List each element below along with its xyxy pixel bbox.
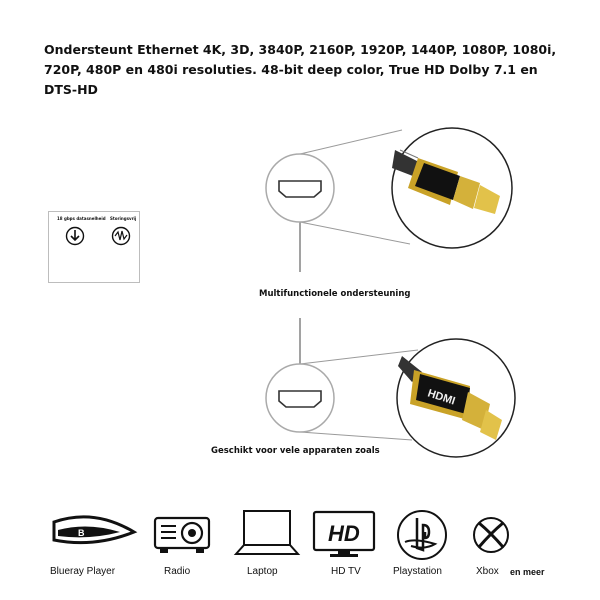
headline: Ondersteunt Ethernet 4K, 3D, 3840P, 2160… bbox=[44, 42, 557, 97]
hdmi-plug-bottom: HDMI bbox=[398, 356, 502, 440]
device-label-radio: Radio bbox=[164, 566, 191, 577]
playstation-logo-icon bbox=[397, 510, 447, 560]
hdmi-plug-top bbox=[392, 149, 500, 214]
bluray-logo-icon: B bbox=[52, 515, 138, 545]
device-label-hdtv: HD TV bbox=[331, 566, 361, 577]
more-label: en meer bbox=[510, 567, 545, 577]
signal-shield-icon bbox=[111, 226, 131, 246]
hd-tv-icon: HD bbox=[312, 510, 376, 557]
svg-text:B: B bbox=[78, 528, 85, 538]
download-arrow-icon bbox=[65, 226, 85, 246]
hd-text: HD bbox=[328, 521, 360, 546]
device-label-laptop: Laptop bbox=[247, 566, 278, 577]
compatible-caption: Geschikt voor vele apparaten zoals bbox=[211, 446, 380, 456]
shield-label: Storingsvrij bbox=[110, 216, 137, 221]
device-label-bluray: Blueray Player bbox=[50, 566, 116, 577]
device-label-xbox: Xbox bbox=[476, 566, 499, 577]
multifunctional-caption: Multifunctionele ondersteuning bbox=[259, 289, 411, 299]
laptop-icon bbox=[233, 510, 301, 555]
speed-label: 18 gbps datasnelheid bbox=[57, 216, 106, 221]
xbox-logo-icon bbox=[473, 517, 509, 553]
projector-radio-icon bbox=[153, 516, 211, 553]
device-label-playstation: Playstation bbox=[393, 566, 442, 577]
spec-box: 18 gbps datasnelheid Storingsvrij bbox=[48, 211, 140, 283]
